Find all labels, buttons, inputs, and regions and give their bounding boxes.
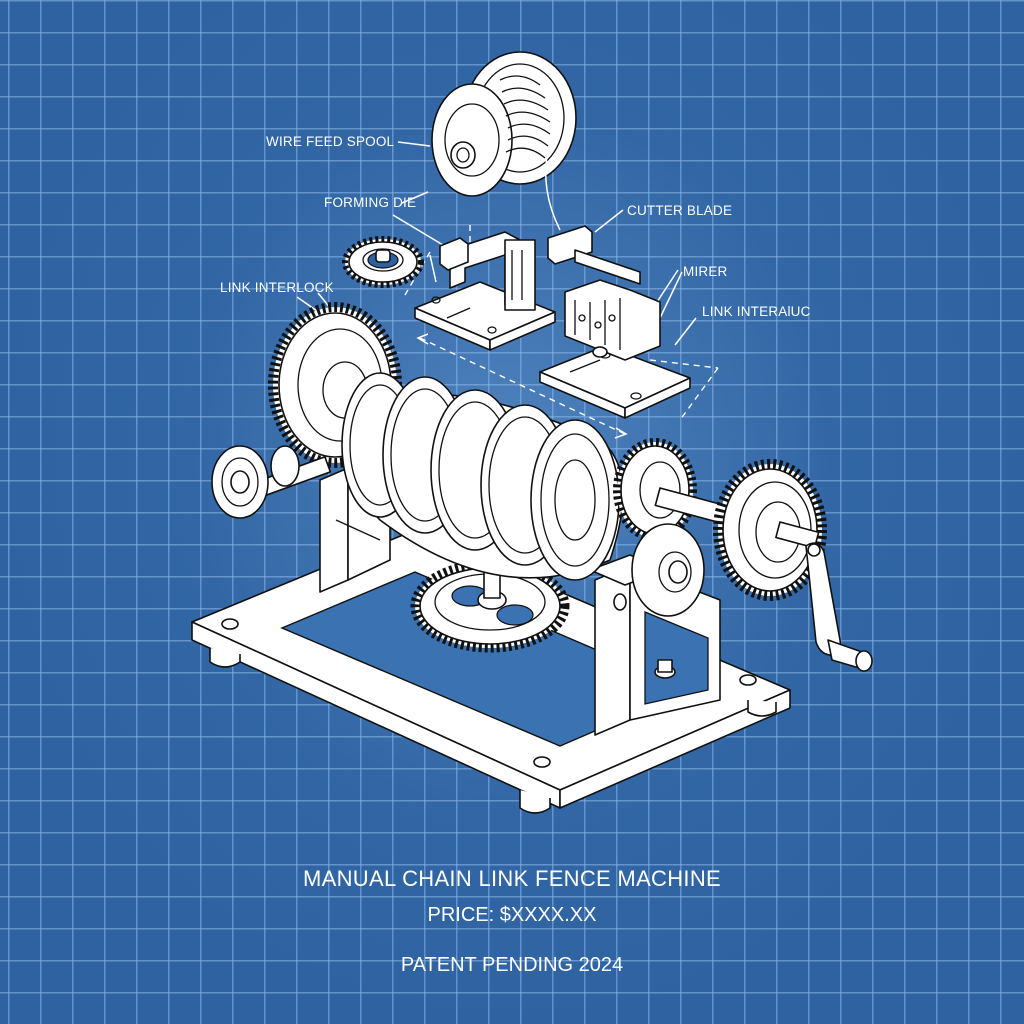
- label-link-interlock-right: LINK INTERAlUC: [702, 304, 811, 319]
- frame-uprights-drawing: [319, 467, 721, 736]
- left-handwheel-drawing: [211, 445, 332, 519]
- wire-feed-spool-drawing: [431, 51, 577, 231]
- label-link-interlock-left: LINK INTERLOCK: [220, 280, 334, 295]
- label-wire-feed-spool: WIRE FEED SPOOL: [266, 134, 395, 149]
- small-gear-drawing: [342, 236, 424, 288]
- label-mirer: MIRER: [683, 264, 728, 279]
- label-cutter-blade: CUTTER BLADE: [627, 203, 733, 218]
- label-forming-die: FORMING DIE: [324, 195, 417, 210]
- forming-die-drawing: [414, 231, 556, 351]
- hand-crank-drawing: [805, 542, 873, 672]
- price-text: PRICE: $XXXX.XX: [427, 904, 597, 926]
- bottom-gear-drawing: [410, 559, 570, 653]
- right-gear-train-drawing: [613, 438, 827, 617]
- machine-title: MANUAL CHAIN LINK FENCE MACHINE: [303, 866, 721, 891]
- cutter-assembly-drawing: [539, 225, 691, 419]
- patent-text: PATENT PENDING 2024: [400, 954, 624, 976]
- forming-drum-drawing: [341, 372, 624, 581]
